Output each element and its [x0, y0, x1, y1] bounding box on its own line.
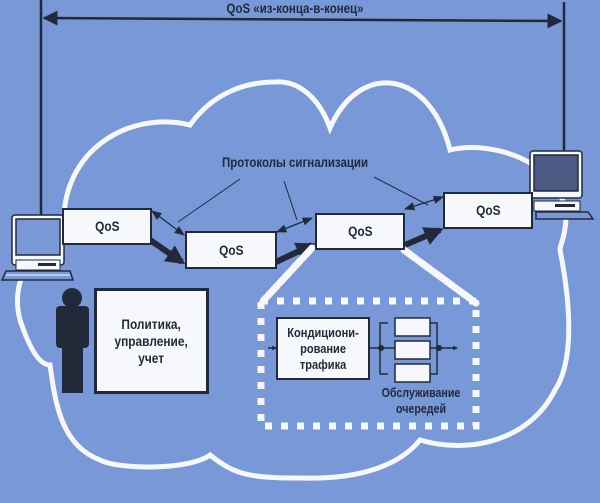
- data-flow-arrow: [403, 227, 444, 248]
- queue-diagram: [268, 317, 458, 383]
- conditioning-line: трафика: [299, 356, 347, 372]
- queue-buffer: [394, 317, 431, 337]
- end-to-end-arrow: [42, 10, 563, 29]
- signaling-arrow: [404, 195, 444, 211]
- queue-buffer: [394, 340, 431, 360]
- qos-node-3: QoS: [315, 213, 405, 250]
- signaling-arrow: [151, 210, 185, 236]
- policy-line: управление,: [114, 332, 189, 349]
- left-computer-icon: [0, 214, 75, 281]
- data-flow-arrow: [148, 237, 186, 265]
- queue-servicing-label: Обслуживание очередей: [381, 385, 461, 416]
- policy-management-box: Политика, управление, учет: [94, 288, 209, 394]
- conditioning-line: Кондициони-: [287, 324, 359, 340]
- policy-line: Политика,: [121, 315, 182, 332]
- data-flow-arrow: [274, 242, 316, 265]
- split-node: [378, 345, 384, 351]
- queue-buffer: [394, 363, 431, 383]
- qos-node-1: QoS: [62, 208, 152, 245]
- merge-node: [436, 345, 442, 351]
- conditioning-line: рование: [300, 340, 346, 356]
- signaling-arrow: [276, 217, 313, 233]
- right-computer-icon: [529, 150, 595, 220]
- policy-line: учет: [138, 349, 165, 366]
- magnified-region: [257, 297, 480, 430]
- callout-line: [259, 244, 316, 305]
- traffic-conditioning-box: Кондициони- рование трафика: [276, 317, 370, 380]
- qos-node-2: QoS: [185, 231, 277, 269]
- signaling-pointer: [177, 178, 241, 223]
- qos-node-4: QoS: [443, 192, 533, 229]
- person-icon: [56, 288, 89, 393]
- end-to-end-qos-title: QoS «из-конца-в-конец»: [226, 0, 364, 16]
- network-cloud: [14, 79, 572, 481]
- callout-line: [400, 246, 480, 307]
- signaling-protocols-label: Протоколы сигнализации: [221, 154, 369, 170]
- signaling-pointer: [373, 176, 429, 206]
- signaling-pointer: [283, 180, 298, 221]
